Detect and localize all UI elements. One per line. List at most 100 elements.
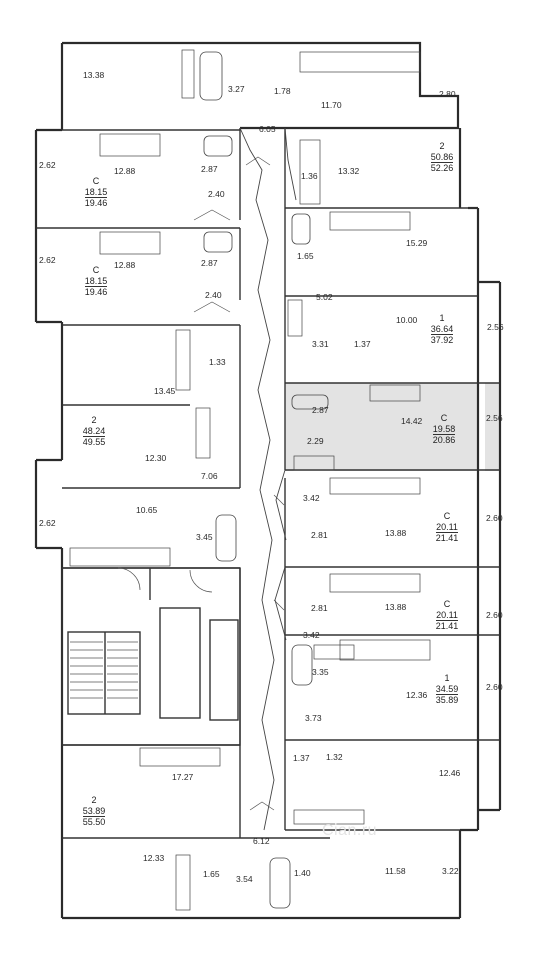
apartment-total-area: 19.46	[84, 287, 108, 297]
apartment-living-area: 19.58	[432, 423, 456, 435]
room-area: 1.65	[203, 869, 220, 879]
room-area: 2.81	[311, 603, 328, 613]
room-area: 14.42	[401, 416, 423, 426]
room-area: 2.80	[439, 89, 456, 99]
apartment-label: C 18.15 19.46	[74, 176, 118, 209]
room-area: 12.46	[439, 768, 461, 778]
watermark: Cian.ru	[322, 822, 378, 839]
room-area: 3.35	[312, 667, 329, 677]
apartment-living-area: 36.64	[430, 323, 454, 335]
room-area: 3.42	[303, 493, 320, 503]
room-area: 12.33	[143, 853, 165, 863]
room-area: 10.65	[136, 505, 158, 515]
apartment-rooms: C	[440, 413, 448, 423]
room-area: 11.70	[321, 100, 342, 110]
room-area: 5.02	[316, 292, 333, 302]
apartment-rooms: 2	[439, 141, 445, 151]
room-area: 2.29	[307, 436, 324, 446]
apartment-rooms: C	[92, 176, 100, 186]
room-area: 17.27	[172, 772, 194, 782]
apartment-rooms: 1	[439, 313, 445, 323]
apartment-label: 1 34.59 35.89	[425, 673, 469, 706]
room-area: 3.54	[236, 874, 253, 884]
doors	[117, 156, 285, 811]
room-area: 2.56	[487, 322, 504, 332]
closets	[175, 49, 365, 911]
corridor-edges	[239, 127, 297, 831]
apartment-label: 2 50.86 52.26	[420, 141, 464, 174]
room-area: 1.36	[301, 171, 318, 181]
room-area: 11.58	[385, 866, 406, 876]
room-area: 1.37	[293, 753, 310, 763]
room-area: 12.30	[145, 453, 167, 463]
room-area: 2.62	[39, 160, 56, 170]
room-area: 6.12	[253, 836, 270, 846]
room-area: 10.00	[396, 315, 418, 325]
room-area: 3.22	[442, 866, 459, 876]
room-area: 12.88	[114, 166, 136, 176]
apartment-rooms: C	[443, 599, 451, 609]
apartment-rooms: C	[92, 265, 100, 275]
room-area: 2.60	[486, 513, 503, 523]
room-area: 13.38	[83, 70, 105, 80]
apartment-living-area: 48.24	[82, 425, 106, 437]
apartment-living-area: 20.11	[436, 521, 458, 533]
room-area: 1.37	[354, 339, 371, 349]
room-area: 2.40	[205, 290, 222, 300]
exterior-walls	[34, 41, 502, 920]
apartment-label: C 20.11 21.41	[425, 599, 469, 632]
room-area: 12.36	[406, 690, 428, 700]
apartment-label-highlighted: C 19.58 20.86	[422, 413, 466, 446]
apartment-label: 2 53.89 55.50	[72, 795, 116, 828]
room-area: 7.06	[201, 471, 218, 481]
room-area: 1.40	[294, 868, 311, 878]
apartment-living-area: 18.15	[84, 186, 108, 198]
room-area: 13.88	[385, 528, 407, 538]
room-area: 2.40	[208, 189, 225, 199]
room-area: 1.33	[209, 357, 226, 367]
apartment-living-area: 50.86	[430, 151, 454, 163]
apartment-total-area: 19.46	[84, 198, 108, 208]
apartment-total-area: 49.55	[82, 437, 106, 447]
room-area: 13.88	[385, 602, 407, 612]
room-area: 2.60	[486, 610, 503, 620]
apartment-rooms: 2	[91, 415, 97, 425]
room-area: 2.62	[39, 255, 56, 265]
room-area: 3.45	[196, 532, 213, 542]
apartment-living-area: 20.11	[436, 609, 458, 621]
room-area: 1.32	[326, 752, 343, 762]
highlighted-apartment	[285, 383, 501, 471]
room-area: 2.87	[201, 164, 218, 174]
apartment-living-area: 34.59	[435, 683, 459, 695]
room-area: 1.78	[274, 86, 291, 96]
apartment-total-area: 21.41	[435, 621, 459, 631]
apartment-total-area: 21.41	[435, 533, 459, 543]
apartment-living-area: 18.15	[84, 275, 108, 287]
apartment-label: C 20.11 21.41	[425, 511, 469, 544]
room-area: 13.32	[338, 166, 360, 176]
apartment-living-area: 53.89	[82, 805, 106, 817]
room-area: 2.87	[201, 258, 218, 268]
room-area: 3.73	[305, 713, 322, 723]
room-area: 2.81	[311, 530, 328, 540]
apartment-rooms: 2	[91, 795, 97, 805]
apartment-total-area: 52.26	[430, 163, 454, 173]
apartment-rooms: 1	[444, 673, 450, 683]
stair-treads	[70, 641, 138, 699]
apartment-total-area: 37.92	[430, 335, 454, 345]
room-area: 12.88	[114, 260, 136, 270]
room-area: 6.05	[259, 124, 276, 134]
apartment-total-area: 20.86	[432, 435, 456, 445]
room-area: 2.56	[486, 413, 503, 423]
room-area: 2.62	[39, 518, 56, 528]
room-area: 15.29	[406, 238, 428, 248]
bathtubs	[199, 51, 329, 909]
room-area: 3.42	[303, 630, 320, 640]
room-area: 2.87	[312, 405, 329, 415]
apartment-label: 1 36.64 37.92	[420, 313, 464, 346]
kitchen-counters	[69, 51, 431, 767]
room-area: 3.27	[228, 84, 245, 94]
apartment-rooms: C	[443, 511, 451, 521]
apartment-total-area: 55.50	[82, 817, 106, 827]
